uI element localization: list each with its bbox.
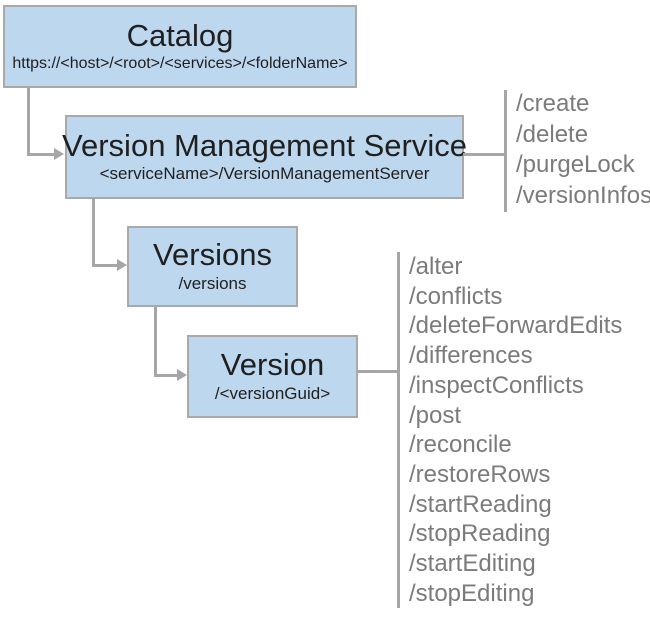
operation-item: /stopEditing — [409, 579, 535, 607]
version-title: Version — [220, 347, 325, 383]
versions-title: Versions — [153, 237, 272, 273]
operation-item: /reconcile — [409, 431, 512, 459]
operations-list-vms: /create /delete /purgeLock /versionInfos — [516, 89, 650, 211]
arrow-right-icon — [117, 259, 127, 271]
operation-item: /startReading — [409, 490, 552, 518]
catalog-url-pattern: https://<host>/<root>/<services>/<folder… — [12, 55, 348, 73]
connector-vms-to-versions-horizontal — [92, 264, 117, 267]
versions-url-pattern: /versions — [178, 273, 247, 293]
operation-item: /differences — [409, 342, 533, 370]
operations-list-bracket-version — [397, 252, 400, 608]
node-version: Version /<versionGuid> — [187, 335, 358, 418]
operations-list-bracket-vms — [504, 90, 507, 212]
operations-list-version: /alter /conflicts /deleteForwardEdits /d… — [409, 252, 622, 608]
operation-item: /alter — [409, 253, 463, 280]
operation-item: /delete — [516, 120, 589, 148]
operation-item: /deleteForwardEdits — [409, 312, 623, 340]
node-catalog: Catalog https://<host>/<root>/<services>… — [3, 5, 357, 88]
connector-versions-to-version-horizontal — [154, 374, 177, 377]
operation-item: /post — [409, 401, 462, 429]
connector-vms-to-versions-vertical — [92, 198, 95, 267]
connector-version-to-operations — [357, 370, 398, 373]
node-version-management-service: Version Management Service <serviceName>… — [62, 115, 467, 199]
operation-item: /stopReading — [409, 520, 551, 548]
catalog-title: Catalog — [126, 17, 234, 53]
operation-item: /create — [516, 90, 590, 117]
operation-item: /purgeLock — [516, 151, 635, 178]
node-versions: Versions /versions — [127, 226, 298, 307]
version-url-pattern: /<versionGuid> — [214, 383, 331, 403]
arrow-right-icon — [54, 148, 64, 160]
connector-catalog-to-vms-horizontal — [27, 153, 54, 156]
operation-item: /restoreRows — [409, 460, 551, 488]
vms-url-pattern: <serviceName>/VersionManagementServer — [99, 164, 430, 184]
arrow-right-icon — [177, 369, 187, 381]
operation-item: /versionInfos — [516, 181, 650, 209]
operation-item: /startEditing — [409, 550, 536, 578]
operation-item: /conflicts — [409, 282, 503, 310]
connector-versions-to-version-vertical — [154, 307, 157, 377]
connector-vms-to-operations — [463, 153, 505, 156]
operation-item: /inspectConflicts — [409, 371, 584, 399]
vms-title: Version Management Service — [62, 127, 467, 163]
connector-catalog-to-vms-vertical — [27, 88, 30, 156]
